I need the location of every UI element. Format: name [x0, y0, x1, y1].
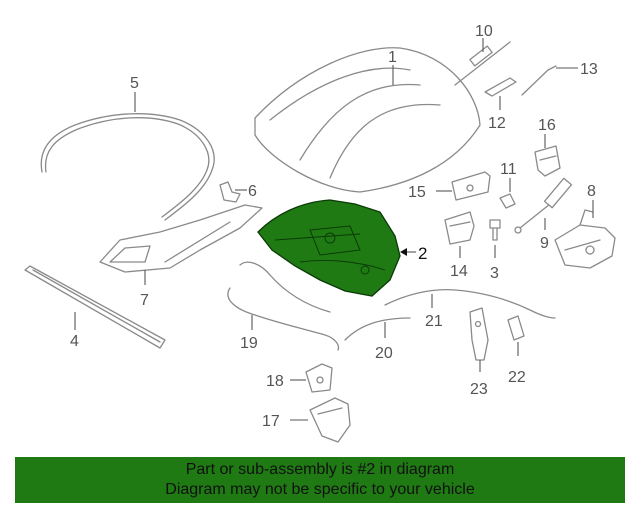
part-18-bracket[interactable]: [305, 363, 333, 393]
part-14-latch-block[interactable]: [444, 211, 475, 245]
parts-diagram: 1 2 3 4 5 6 7: [24, 23, 616, 443]
part-15-bracket[interactable]: [451, 171, 491, 201]
callout-20[interactable]: 20: [375, 345, 393, 362]
callout-17[interactable]: 17: [262, 413, 280, 430]
callout-12[interactable]: 12: [488, 115, 506, 132]
part-11-clip[interactable]: [499, 193, 516, 209]
callout-11[interactable]: 11: [500, 161, 517, 178]
part-10-support-rod[interactable]: [454, 41, 511, 86]
callout-5[interactable]: 5: [130, 75, 139, 92]
callout-4[interactable]: 4: [70, 333, 79, 350]
callout-16[interactable]: 16: [538, 117, 556, 134]
part-3-clip[interactable]: [489, 219, 501, 241]
callout-19[interactable]: 19: [240, 335, 258, 352]
part-7-cowl-panel[interactable]: [99, 204, 263, 273]
part-19-release-cable[interactable]: [227, 261, 340, 351]
callout-2[interactable]: 2: [418, 244, 427, 263]
part-5-weatherstrip[interactable]: [40, 113, 215, 221]
part-12-bracket[interactable]: [484, 77, 517, 97]
part-8-hood-latch[interactable]: [554, 209, 616, 269]
callout-18[interactable]: 18: [266, 373, 284, 390]
callout-14[interactable]: 14: [450, 263, 468, 280]
callout-22[interactable]: 22: [508, 369, 526, 386]
callout-13[interactable]: 13: [580, 61, 598, 78]
banner-line-1: Part or sub-assembly is #2 in diagram: [185, 461, 455, 478]
part-1-hood[interactable]: [254, 47, 481, 193]
callout-15[interactable]: 15: [408, 184, 426, 201]
part-21-cable[interactable]: [384, 289, 556, 319]
part-17-hinge[interactable]: [309, 397, 351, 443]
callout-10[interactable]: 10: [475, 23, 493, 40]
part-16-hinge[interactable]: [534, 145, 561, 177]
part-2-insulation-pad[interactable]: [257, 199, 401, 297]
part-6-bracket[interactable]: [219, 181, 241, 203]
callout-9[interactable]: 9: [540, 235, 549, 252]
banner-line-2: Diagram may not be specific to your vehi…: [165, 481, 475, 498]
part-20-cable[interactable]: [344, 317, 411, 341]
part-22-bracket[interactable]: [507, 315, 525, 341]
part-13-rod[interactable]: [521, 65, 557, 96]
part-9-gas-strut[interactable]: [514, 177, 573, 234]
part-4-seal-strip[interactable]: [24, 265, 166, 349]
callout-6[interactable]: 6: [248, 183, 257, 200]
callout-21[interactable]: 21: [425, 313, 443, 330]
part-23-bracket[interactable]: [469, 307, 489, 361]
callout-23[interactable]: 23: [470, 381, 488, 398]
info-banner: Part or sub-assembly is #2 in diagram Di…: [15, 457, 625, 503]
callout-8[interactable]: 8: [587, 183, 596, 200]
callout-7[interactable]: 7: [140, 292, 149, 309]
callout-1[interactable]: 1: [388, 49, 397, 66]
callout-3[interactable]: 3: [490, 265, 499, 282]
